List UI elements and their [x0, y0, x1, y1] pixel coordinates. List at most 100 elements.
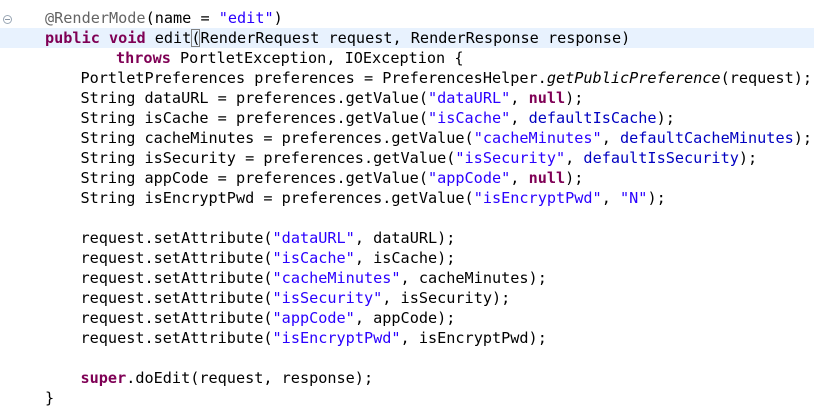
code-token: request.setAttribute(: [80, 309, 273, 327]
code-token: "appCode": [427, 169, 511, 187]
code-token: request.setAttribute(: [80, 249, 273, 267]
code-token: ,: [565, 149, 584, 167]
code-token: void: [109, 29, 146, 47]
code-token: defaultCacheMinutes: [620, 129, 794, 147]
code-text: }: [45, 388, 54, 408]
code-token: super: [80, 369, 127, 387]
code-token: "isEncryptPwd": [272, 329, 401, 347]
code-token: request.setAttribute(: [80, 329, 273, 347]
code-token: @RenderMode: [45, 9, 146, 27]
code-line[interactable]: request.setAttribute("isCache", isCache)…: [0, 248, 814, 268]
code-token: , isEncryptPwd);: [400, 329, 547, 347]
code-line[interactable]: }: [0, 388, 814, 408]
code-token: (request);: [720, 69, 812, 87]
code-token: "isSecurity": [455, 149, 566, 167]
code-token: String isCache = preferences.getValue(: [80, 109, 428, 127]
code-token: public: [45, 29, 100, 47]
code-text: String isSecurity = preferences.getValue…: [81, 148, 758, 168]
code-token: defaultIsSecurity: [583, 149, 739, 167]
code-token: RenderRequest request, RenderResponse re…: [200, 29, 631, 47]
code-token: request.setAttribute(: [80, 269, 273, 287]
code-line[interactable]: request.setAttribute("isEncryptPwd", isE…: [0, 328, 814, 348]
code-token: }: [45, 389, 55, 407]
code-token: "dataURL": [427, 89, 511, 107]
code-token: getPublicPreference: [546, 69, 721, 87]
code-line[interactable]: PortletPreferences preferences = Prefere…: [0, 68, 814, 88]
code-line[interactable]: throws PortletException, IOException {: [0, 48, 814, 68]
code-text: request.setAttribute("appCode", appCode)…: [81, 308, 456, 328]
code-line[interactable]: String appCode = preferences.getValue("a…: [0, 168, 814, 188]
code-line[interactable]: String isEncryptPwd = preferences.getVal…: [0, 188, 814, 208]
code-text: String isEncryptPwd = preferences.getVal…: [81, 188, 666, 208]
code-token: , isSecurity);: [382, 289, 511, 307]
code-text: String appCode = preferences.getValue("a…: [81, 168, 584, 188]
code-token: ,: [601, 189, 620, 207]
code-token: , appCode);: [354, 309, 456, 327]
code-text: throws PortletException, IOException {: [116, 48, 463, 68]
code-text: request.setAttribute("isCache", isCache)…: [81, 248, 456, 268]
code-text: request.setAttribute("isSecurity", isSec…: [81, 288, 511, 308]
code-line[interactable]: request.setAttribute("appCode", appCode)…: [0, 308, 814, 328]
code-line[interactable]: String cacheMinutes = preferences.getVal…: [0, 128, 814, 148]
code-text: request.setAttribute("isEncryptPwd", isE…: [81, 328, 547, 348]
code-text: String cacheMinutes = preferences.getVal…: [81, 128, 813, 148]
code-token: [100, 29, 109, 47]
code-token: );: [793, 129, 813, 147]
code-token: request.setAttribute(: [80, 289, 273, 307]
code-line[interactable]: @RenderMode(name = "edit"): [0, 8, 814, 28]
code-token: "edit": [218, 9, 274, 27]
code-line[interactable]: [0, 348, 814, 368]
code-token: throws: [116, 49, 171, 67]
code-line[interactable]: String dataURL = preferences.getValue("d…: [0, 88, 814, 108]
code-token: );: [656, 109, 675, 127]
code-token: , cacheMinutes);: [400, 269, 547, 287]
code-token: defaultIsCache: [528, 109, 657, 127]
code-token: (name =: [145, 9, 219, 27]
code-line[interactable]: String isCache = preferences.getValue("i…: [0, 108, 814, 128]
code-line[interactable]: request.setAttribute("dataURL", dataURL)…: [0, 228, 814, 248]
code-token: String cacheMinutes = preferences.getVal…: [80, 129, 474, 147]
code-token: );: [565, 89, 584, 107]
code-line[interactable]: request.setAttribute("cacheMinutes", cac…: [0, 268, 814, 288]
code-line[interactable]: [0, 208, 814, 228]
code-line[interactable]: request.setAttribute("isSecurity", isSec…: [0, 288, 814, 308]
code-token: (: [191, 29, 201, 47]
code-token: null: [528, 89, 566, 107]
code-line[interactable]: super.doEdit(request, response);: [0, 368, 814, 388]
code-token: );: [647, 189, 666, 207]
code-text: super.doEdit(request, response);: [81, 368, 374, 388]
collapse-fold-icon[interactable]: [3, 15, 12, 24]
code-token: ): [273, 9, 283, 27]
code-token: ,: [510, 169, 529, 187]
code-token: String dataURL = preferences.getValue(: [80, 89, 428, 107]
code-token: , dataURL);: [354, 229, 456, 247]
code-token: , isCache);: [354, 249, 456, 267]
code-token: "dataURL": [272, 229, 355, 247]
code-text: String dataURL = preferences.getValue("d…: [81, 88, 584, 108]
code-token: "appCode": [272, 309, 355, 327]
code-token: );: [738, 149, 758, 167]
editor-gutter: [0, 0, 16, 415]
code-token: null: [528, 169, 566, 187]
code-token: "isCache": [427, 109, 511, 127]
code-line[interactable]: public void edit(RenderRequest request, …: [0, 28, 814, 48]
code-token: "isSecurity": [272, 289, 383, 307]
code-token: String appCode = preferences.getValue(: [80, 169, 428, 187]
code-token: ,: [601, 129, 620, 147]
code-token: "isEncryptPwd": [473, 189, 602, 207]
code-token: .doEdit(request, response);: [126, 369, 374, 387]
code-token: String isSecurity = preferences.getValue…: [80, 149, 456, 167]
code-text: request.setAttribute("cacheMinutes", cac…: [81, 268, 547, 288]
code-token: ,: [510, 109, 529, 127]
code-text: public void edit(RenderRequest request, …: [45, 28, 630, 48]
code-token: String isEncryptPwd = preferences.getVal…: [80, 189, 474, 207]
code-text: String isCache = preferences.getValue("i…: [81, 108, 675, 128]
code-text: request.setAttribute("dataURL", dataURL)…: [81, 228, 456, 248]
code-token: request.setAttribute(: [80, 229, 273, 247]
code-text: @RenderMode(name = "edit"): [45, 8, 283, 28]
code-line[interactable]: String isSecurity = preferences.getValue…: [0, 148, 814, 168]
code-token: "isCache": [272, 249, 355, 267]
code-text: PortletPreferences preferences = Prefere…: [81, 68, 813, 88]
code-token: "N": [620, 189, 648, 207]
